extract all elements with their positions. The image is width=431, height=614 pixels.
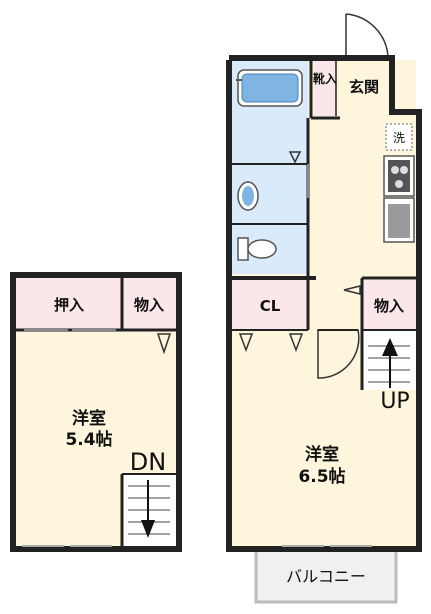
oshiire-label: 押入 [54,296,84,314]
washer-label: 洗 [393,131,405,145]
washer-icon [385,123,413,151]
western-room-5-4-size: 5.4帖 [65,429,112,450]
western-room-6-5-size: 6.5帖 [298,466,345,487]
upper-floor: 靴入 玄関 洗 CL 物入 UP 洋室 6.5帖 バルコニー [226,13,422,604]
lower-floor: 押入 物入 洋室 5.4帖 DN [10,272,182,552]
western-room-5-4-name: 洋室 [72,408,106,429]
storage-upper [362,280,416,330]
entrance-label: 玄関 [349,78,379,96]
stairs-up-arrow-head [382,338,398,356]
closet-cl-label: CL [260,297,281,315]
storage-lower [122,278,176,330]
toilet-icon [237,237,249,261]
balcony-label: バルコニー [286,567,366,586]
room-door-icon [317,329,360,379]
stairs-up-label: UP [380,389,409,414]
storage-upper-label: 物入 [374,297,404,315]
shoe-box [314,60,336,116]
shoe-box-label-line1: 靴入 [313,71,337,86]
stairs-dn-label: DN [130,448,166,476]
oshiire-closet [16,278,122,330]
entrance-door-icon [345,13,389,60]
stairs-down-arrow-head [141,520,155,538]
balcony [256,552,396,602]
storage-lower-label: 物入 [134,296,164,314]
closet-cl [232,280,308,330]
western-room-6-5-name: 洋室 [305,444,339,465]
